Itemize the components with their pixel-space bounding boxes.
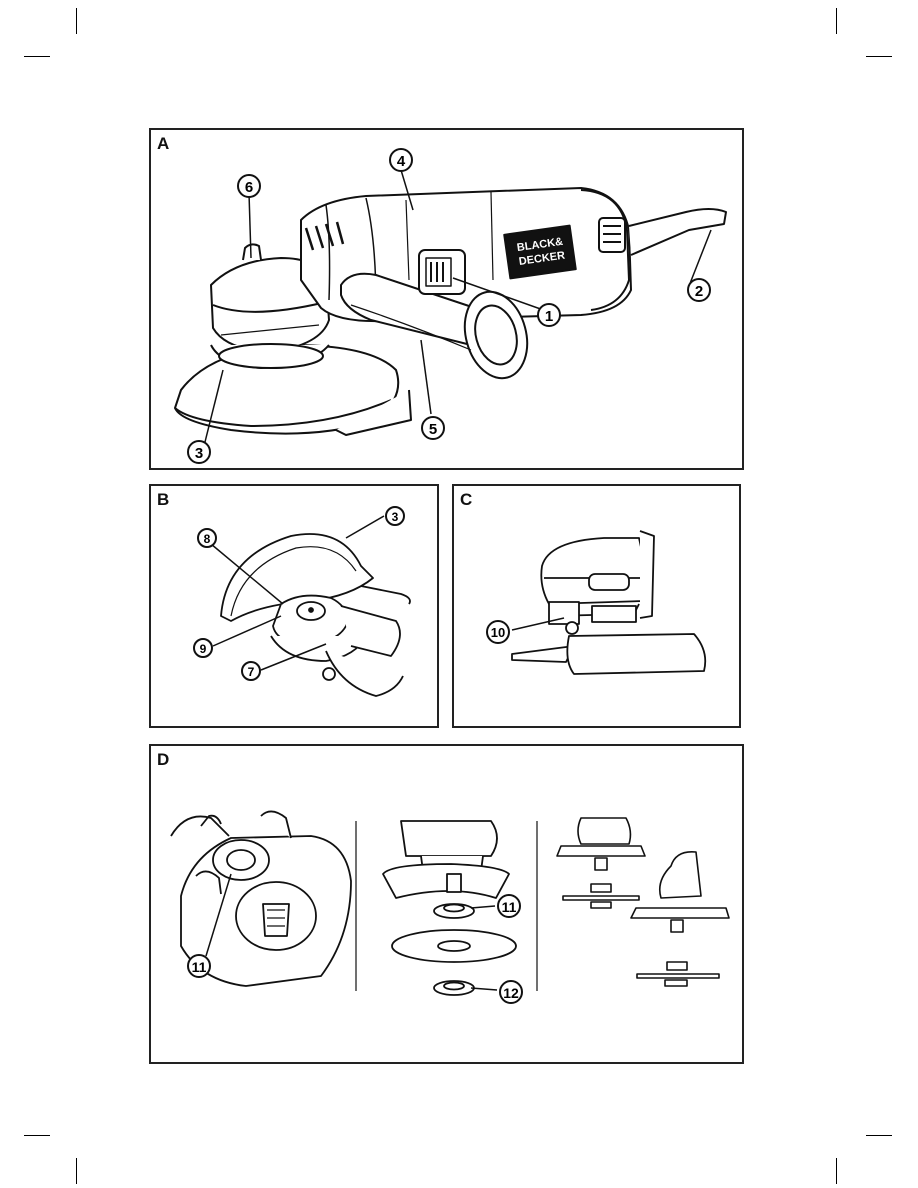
- callout-3: 3: [392, 510, 399, 524]
- callout-12: 12: [503, 985, 519, 1001]
- callout-8: 8: [204, 532, 211, 546]
- guard-lever-illustration: 10: [454, 486, 743, 730]
- callout-4: 4: [397, 153, 406, 170]
- flange-assembly-illustration: 11 11 12: [151, 746, 746, 1066]
- angle-grinder-illustration: BLACK& DECKER 4 6 1 2 5 3: [151, 130, 746, 472]
- callout-2: 2: [695, 283, 703, 300]
- crop-mark: [24, 1135, 50, 1136]
- crop-mark: [76, 8, 77, 34]
- crop-mark: [76, 1158, 77, 1184]
- crop-mark: [24, 56, 50, 57]
- callout-5: 5: [429, 421, 437, 438]
- crop-mark: [836, 1158, 837, 1184]
- figure-panel-c: C 10: [452, 484, 741, 728]
- callout-11: 11: [502, 899, 517, 915]
- guard-adjustment-illustration: 3 8 9 7: [151, 486, 441, 730]
- figure-panel-d: D: [149, 744, 744, 1064]
- callout-7: 7: [248, 665, 255, 679]
- figure-panel-b: B 3 8 9 7: [149, 484, 439, 728]
- figure-panel-a: A: [149, 128, 744, 470]
- crop-mark: [866, 1135, 892, 1136]
- callout-11: 11: [192, 959, 207, 975]
- crop-mark: [866, 56, 892, 57]
- crop-mark: [836, 8, 837, 34]
- callout-1: 1: [545, 308, 553, 325]
- callout-10: 10: [491, 625, 505, 640]
- callout-9: 9: [200, 642, 207, 656]
- callout-6: 6: [245, 179, 253, 196]
- callout-3: 3: [195, 445, 203, 462]
